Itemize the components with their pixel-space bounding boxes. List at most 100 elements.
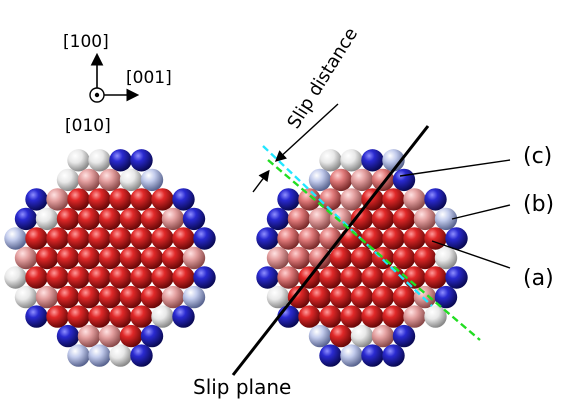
atom-sphere bbox=[382, 227, 405, 250]
atom-sphere bbox=[371, 324, 395, 348]
atom-sphere bbox=[340, 266, 363, 289]
atom-sphere bbox=[193, 266, 216, 289]
atom-sphere bbox=[14, 246, 38, 270]
atom-sphere bbox=[25, 266, 48, 289]
atom-sphere bbox=[182, 285, 206, 309]
atom-sphere bbox=[56, 246, 80, 270]
atom-sphere bbox=[424, 305, 447, 328]
atom-sphere bbox=[434, 207, 458, 231]
atom-sphere bbox=[109, 149, 132, 172]
atom-sphere bbox=[88, 227, 111, 250]
atom-sphere bbox=[392, 285, 416, 309]
atom-sphere bbox=[298, 305, 321, 328]
atom-sphere bbox=[371, 207, 395, 231]
atom-sphere bbox=[382, 149, 405, 172]
atom-sphere bbox=[329, 285, 353, 309]
atom-sphere bbox=[109, 188, 132, 211]
axes-indicator: [100] [001] [010] bbox=[63, 32, 172, 136]
atom-sphere bbox=[298, 188, 321, 211]
atom-sphere bbox=[46, 188, 69, 211]
atom-sphere bbox=[382, 188, 405, 211]
atom-sphere bbox=[140, 324, 164, 348]
atom-sphere bbox=[340, 149, 363, 172]
atom-sphere bbox=[172, 266, 195, 289]
atom-sphere bbox=[35, 285, 59, 309]
atom-sphere bbox=[308, 246, 332, 270]
atom-sphere bbox=[182, 246, 206, 270]
atom-sphere bbox=[319, 305, 342, 328]
atom-sphere bbox=[88, 305, 111, 328]
atom-sphere bbox=[35, 246, 59, 270]
atom-sphere bbox=[67, 188, 90, 211]
atom-sphere bbox=[256, 227, 279, 250]
atom-sphere bbox=[371, 246, 395, 270]
axis-label-100: [100] bbox=[63, 32, 109, 52]
atom-sphere bbox=[434, 246, 458, 270]
atom-sphere bbox=[14, 285, 38, 309]
pointer-b bbox=[451, 204, 511, 220]
atom-sphere bbox=[98, 246, 122, 270]
atom-sphere bbox=[161, 207, 185, 231]
atom-sphere bbox=[340, 305, 363, 328]
atom-sphere bbox=[319, 344, 342, 367]
slip-distance-label: Slip distance bbox=[283, 24, 362, 133]
slip-line-green bbox=[267, 159, 481, 341]
atom-sphere bbox=[140, 285, 164, 309]
atom-sphere bbox=[4, 266, 27, 289]
atom-sphere bbox=[98, 207, 122, 231]
atom-sphere bbox=[130, 188, 153, 211]
atom-sphere bbox=[77, 246, 101, 270]
atom-sphere bbox=[98, 285, 122, 309]
atom-sphere bbox=[413, 285, 437, 309]
atom-sphere bbox=[161, 285, 185, 309]
atom-sphere bbox=[308, 168, 332, 192]
pointer-a bbox=[431, 240, 511, 269]
atom-sphere bbox=[319, 266, 342, 289]
atom-sphere bbox=[119, 246, 143, 270]
atom-sphere bbox=[119, 168, 143, 192]
atom-sphere bbox=[308, 324, 332, 348]
atom-sphere bbox=[151, 227, 174, 250]
atom-sphere bbox=[88, 266, 111, 289]
atom-sphere bbox=[98, 324, 122, 348]
atom-sphere bbox=[172, 188, 195, 211]
atom-sphere bbox=[277, 227, 300, 250]
atom-sphere bbox=[413, 207, 437, 231]
label-a: (a) bbox=[523, 266, 554, 291]
atom-sphere bbox=[25, 188, 48, 211]
atom-sphere bbox=[109, 266, 132, 289]
atom-sphere bbox=[98, 168, 122, 192]
atom-sphere bbox=[4, 227, 27, 250]
atom-sphere bbox=[151, 305, 174, 328]
atom-sphere bbox=[361, 227, 384, 250]
atom-sphere bbox=[340, 344, 363, 367]
atom-sphere bbox=[67, 305, 90, 328]
atom-sphere bbox=[119, 324, 143, 348]
atom-sphere bbox=[424, 266, 447, 289]
atom-sphere bbox=[109, 344, 132, 367]
slip-distance-arrow-long bbox=[274, 103, 339, 162]
atom-sphere bbox=[350, 246, 374, 270]
atom-sphere bbox=[361, 266, 384, 289]
atom-sphere bbox=[424, 188, 447, 211]
slip-distance-arrow-short bbox=[252, 169, 270, 193]
atom-sphere bbox=[172, 227, 195, 250]
atom-sphere bbox=[350, 285, 374, 309]
atom-sphere bbox=[109, 305, 132, 328]
atom-sphere bbox=[88, 149, 111, 172]
atom-sphere bbox=[308, 285, 332, 309]
axis-label-010: [010] bbox=[65, 116, 111, 136]
atom-sphere bbox=[266, 285, 290, 309]
atom-sphere bbox=[424, 227, 447, 250]
atom-sphere bbox=[140, 207, 164, 231]
atom-sphere bbox=[371, 285, 395, 309]
atom-sphere bbox=[77, 168, 101, 192]
atom-sphere bbox=[151, 266, 174, 289]
atom-sphere bbox=[392, 168, 416, 192]
atom-sphere bbox=[46, 305, 69, 328]
atom-sphere bbox=[329, 324, 353, 348]
atom-sphere bbox=[382, 266, 405, 289]
atom-sphere bbox=[256, 266, 279, 289]
pointer-c bbox=[399, 159, 511, 177]
